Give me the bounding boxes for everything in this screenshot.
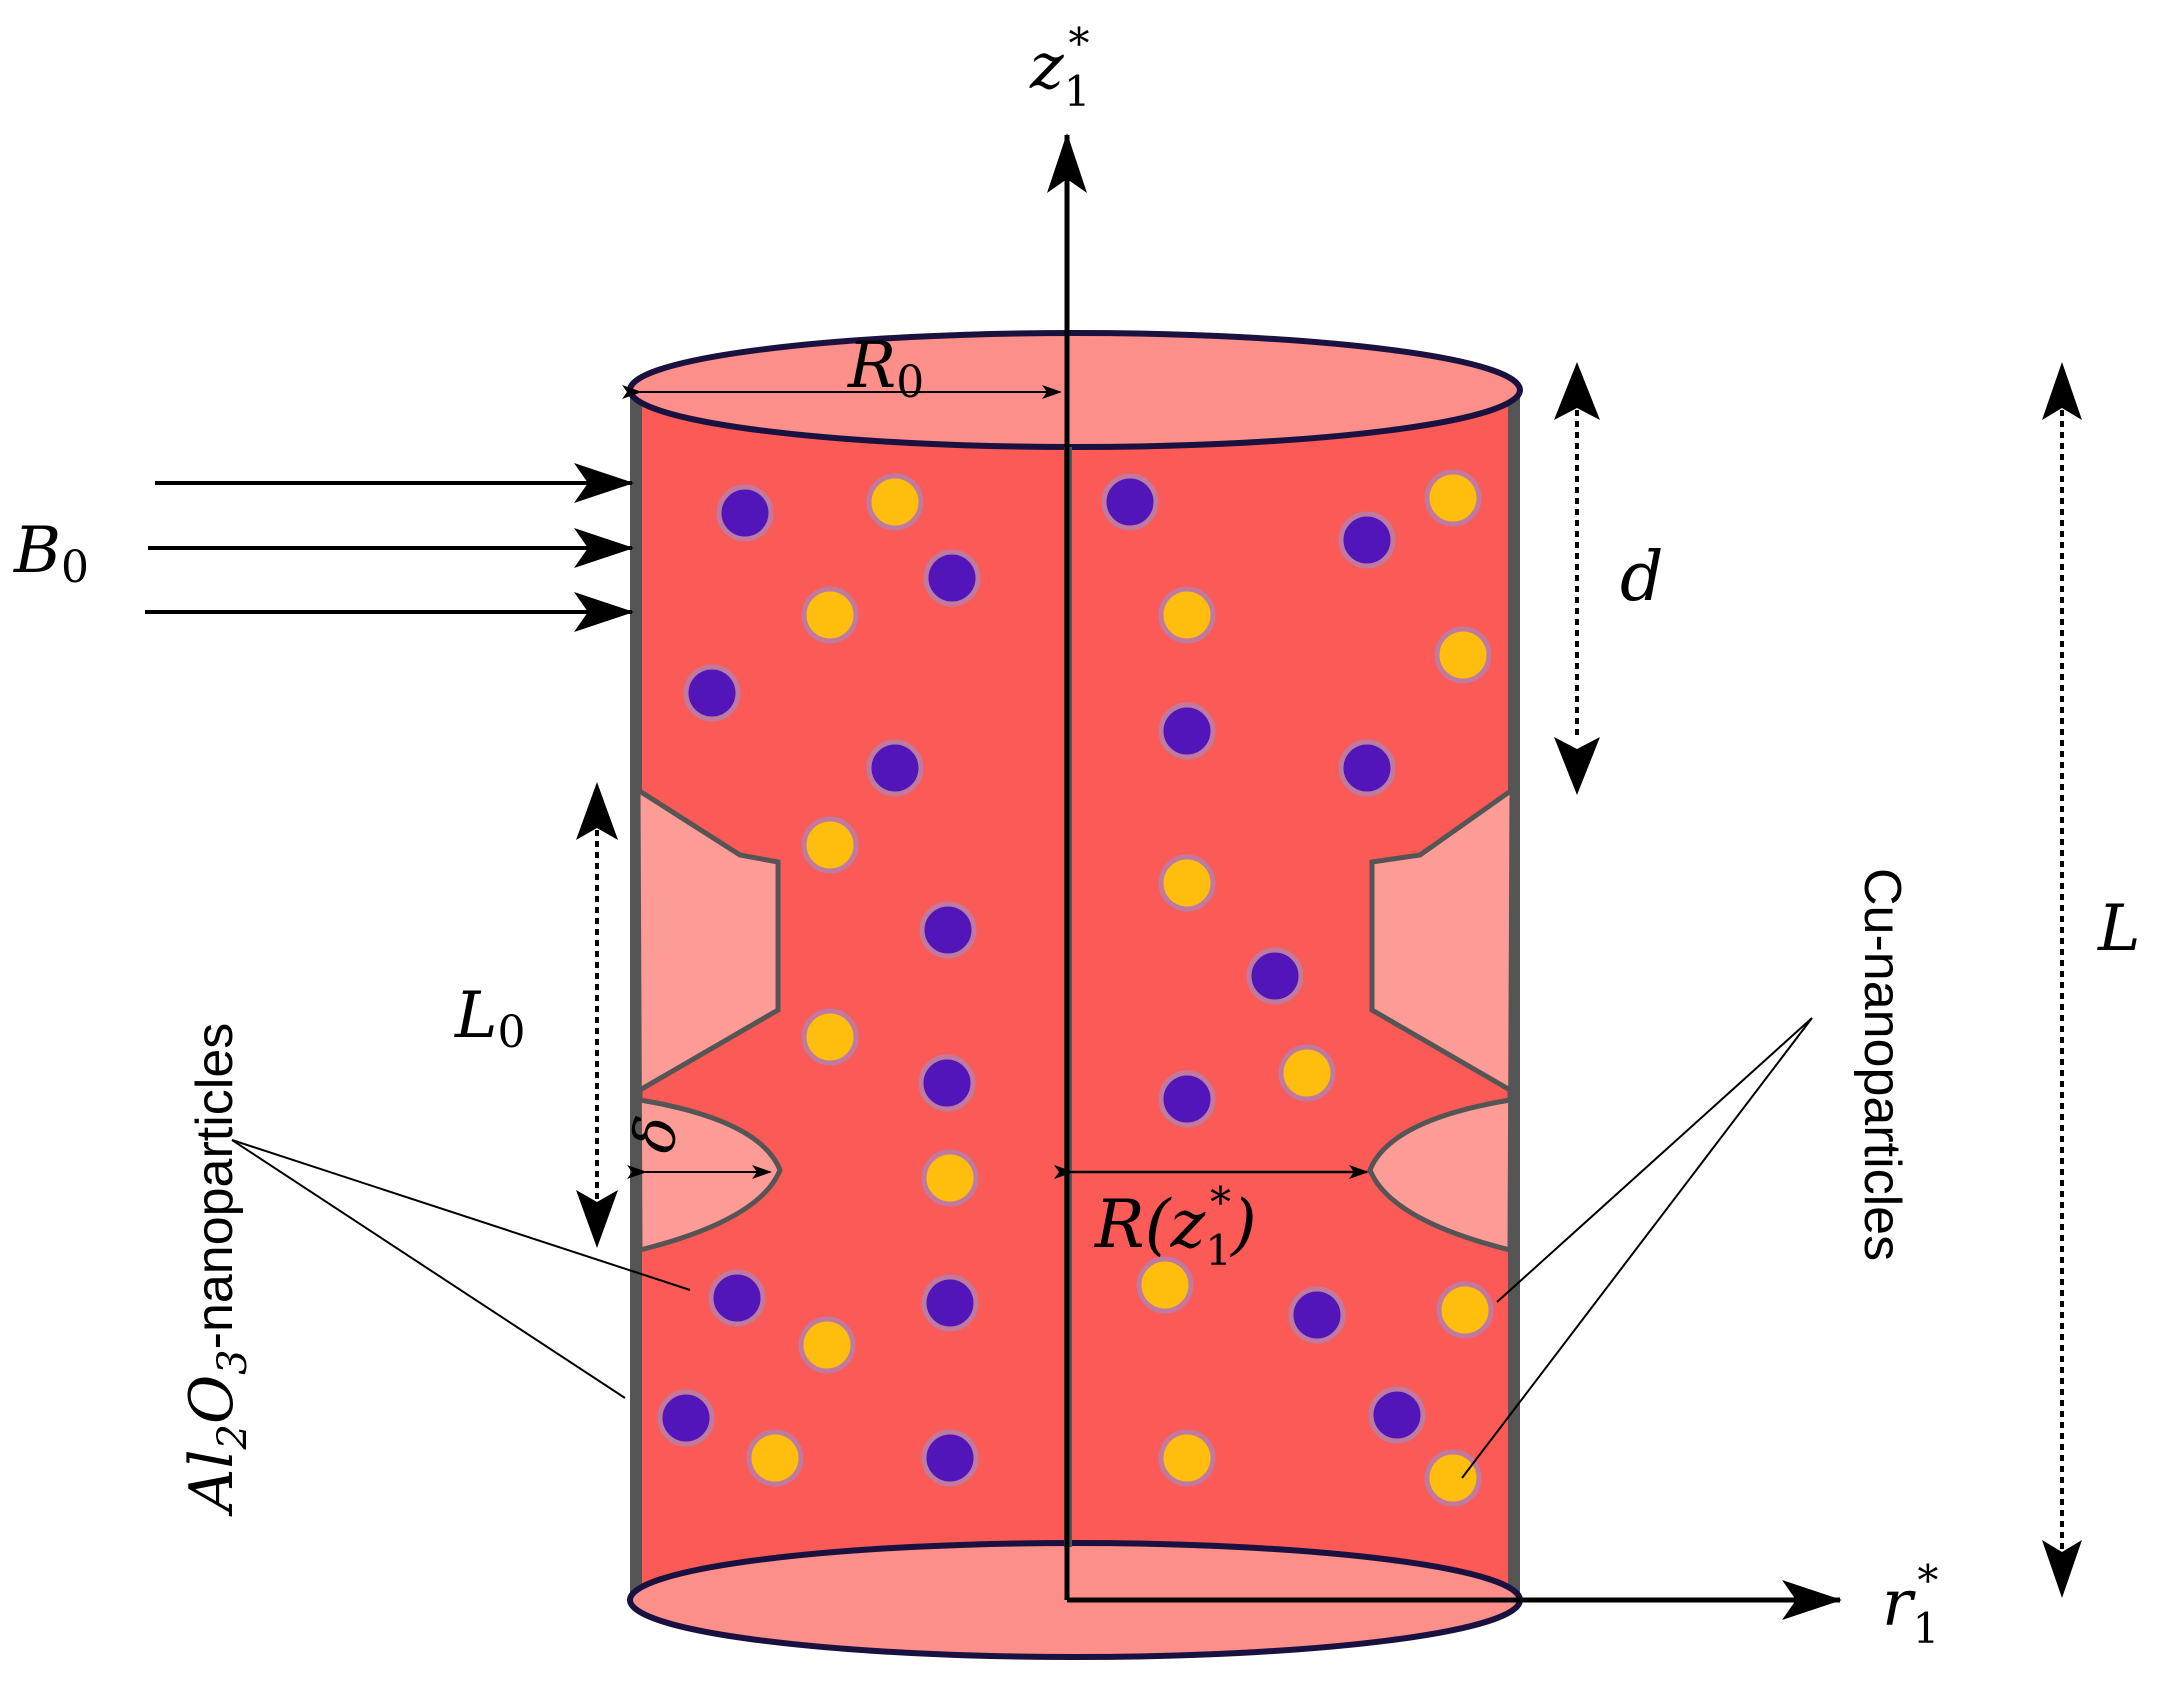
cu-particle	[801, 816, 859, 874]
l-arrowhead-top	[2042, 362, 2082, 420]
vessel-left-wall	[630, 390, 642, 1600]
vessel	[627, 330, 1523, 1660]
al2o3-particle	[1158, 702, 1216, 760]
z-axis-label: z1*	[1029, 19, 1090, 116]
vessel-right-wall	[1508, 390, 1520, 1600]
al2o3-particle	[1338, 511, 1396, 569]
b0-label: B0	[13, 514, 89, 593]
al2o3-particle	[657, 1389, 715, 1447]
l0-dimension	[576, 782, 618, 1248]
cu-particle	[1436, 1281, 1494, 1339]
cu-particle	[1424, 469, 1482, 527]
al-leader-2	[231, 1139, 626, 1399]
cu-leader-2	[1461, 1017, 1813, 1479]
al-leader-1	[231, 1139, 691, 1291]
l-dimension	[2042, 362, 2082, 1598]
al2o3-nanoparticles-label: Al2O3-nanoparticles	[177, 1023, 256, 1517]
vessel-top-ellipse	[627, 330, 1523, 450]
d-label: d	[1620, 538, 1664, 617]
cu-particle	[746, 1429, 804, 1487]
al2o3-particle	[1338, 739, 1396, 797]
d-dimension	[1554, 362, 1600, 795]
cu-leader-1	[1496, 1017, 1813, 1303]
big-l-label: L	[2097, 892, 2141, 966]
l-arrowhead-bottom	[2042, 1540, 2082, 1598]
leader-lines	[231, 1017, 1813, 1479]
al2o3-particle	[921, 1274, 979, 1332]
al2o3-particle	[921, 1429, 979, 1487]
cu-nanoparticles-label: Cu-nanoparticles	[1853, 868, 1911, 1261]
cu-particle	[801, 586, 859, 644]
al2o3-particle	[866, 739, 924, 797]
al2o3-particle	[1288, 1286, 1346, 1344]
right-stenosis	[1367, 785, 1515, 1254]
al2o3-particle	[708, 1269, 766, 1327]
l0-arrowhead-bottom	[576, 1190, 618, 1248]
al2o3-particle	[1368, 1386, 1426, 1444]
al2o3-particle	[919, 901, 977, 959]
r0-label: R0	[847, 329, 924, 408]
al2o3-particle	[1101, 473, 1159, 531]
al2o3-particle	[716, 484, 774, 542]
cu-particle	[1158, 854, 1216, 912]
rz-label: R(z1*)	[1094, 1178, 1257, 1275]
magnetic-field-arrows	[145, 463, 634, 632]
cu-particle	[866, 473, 924, 531]
particle-layer	[657, 469, 1494, 1507]
cu-particle	[801, 1008, 859, 1066]
al2o3-particle	[918, 1054, 976, 1112]
r-axis-label: r1*	[1882, 1556, 1939, 1653]
d-arrowhead-top	[1554, 362, 1600, 420]
cu-particle	[798, 1316, 856, 1374]
l0-label: L0	[454, 979, 526, 1058]
l0-arrowhead-top	[576, 782, 618, 840]
left-stenosis	[635, 785, 783, 1254]
al2o3-particle	[683, 664, 741, 722]
cu-particle	[1434, 626, 1492, 684]
cu-particle	[921, 1149, 979, 1207]
cu-particle	[1424, 1449, 1482, 1507]
cu-particle	[1158, 586, 1216, 644]
cu-particle	[1136, 1256, 1194, 1314]
cu-particle	[1158, 1429, 1216, 1487]
axes	[1047, 133, 1842, 1620]
cu-particle	[1278, 1044, 1336, 1102]
al2o3-particle	[1246, 947, 1304, 1005]
al2o3-particle	[1158, 1070, 1216, 1128]
al2o3-particle	[923, 549, 981, 607]
d-arrowhead-bottom	[1554, 737, 1600, 795]
